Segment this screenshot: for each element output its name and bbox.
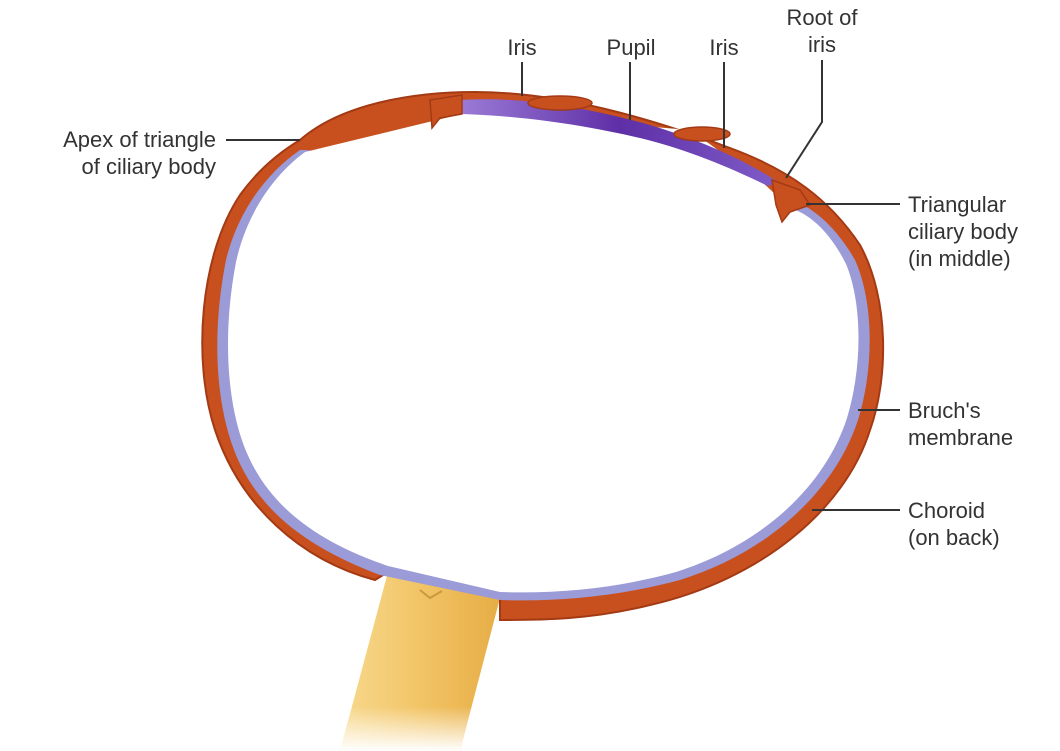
label-choroid-line1: Choroid — [908, 497, 1000, 524]
label-choroid: Choroid (on back) — [908, 497, 1000, 551]
optic-nerve — [340, 572, 500, 751]
label-iris-right: Iris — [698, 34, 750, 61]
label-bruchs-line2: membrane — [908, 424, 1013, 451]
label-iris-left: Iris — [496, 34, 548, 61]
label-bruchs-line1: Bruch's — [908, 397, 1013, 424]
label-apex-line1: Apex of triangle — [4, 126, 216, 153]
label-triangular-ciliary-body: Triangular ciliary body (in middle) — [908, 191, 1018, 272]
label-root-of-iris-line2: iris — [768, 31, 876, 58]
label-pupil: Pupil — [596, 34, 666, 61]
label-root-of-iris: Root of iris — [768, 4, 876, 58]
label-root-of-iris-line1: Root of — [768, 4, 876, 31]
vitreous-cavity — [228, 112, 859, 592]
label-apex-line2: of ciliary body — [4, 153, 216, 180]
iris-left-tissue — [528, 96, 592, 110]
iris-right-tissue — [674, 127, 730, 141]
leader-root-of-iris — [786, 60, 822, 178]
label-choroid-line2: (on back) — [908, 524, 1000, 551]
label-triangular-line1: Triangular — [908, 191, 1018, 218]
label-triangular-line3: (in middle) — [908, 245, 1018, 272]
label-bruchs-membrane: Bruch's membrane — [908, 397, 1013, 451]
label-triangular-line2: ciliary body — [908, 218, 1018, 245]
label-apex: Apex of triangle of ciliary body — [4, 126, 216, 180]
